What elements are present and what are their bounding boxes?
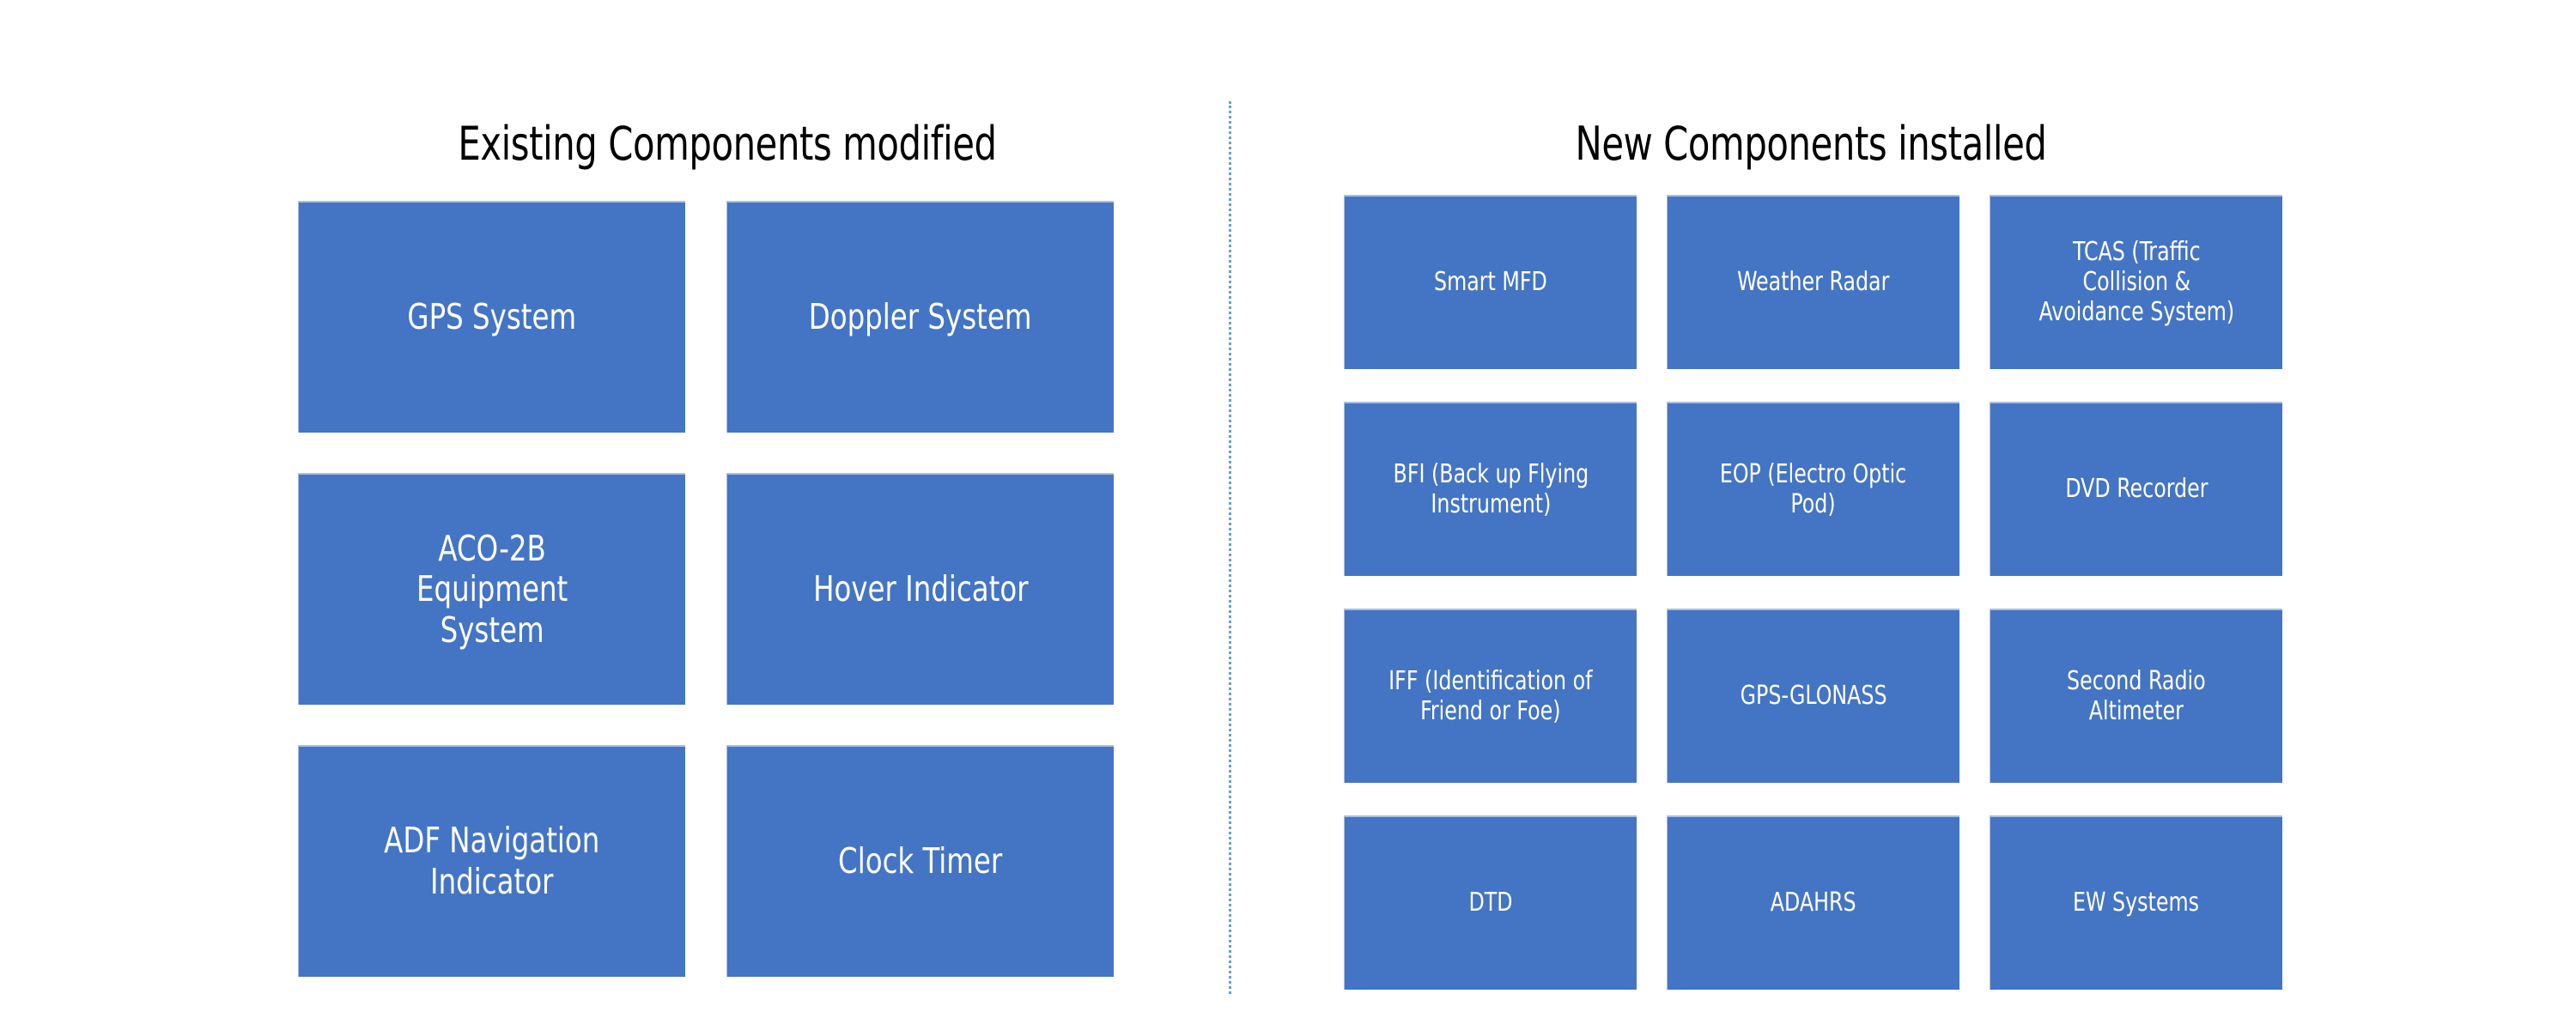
- component-label: Weather Radar: [1737, 267, 1890, 298]
- component-label: Hover Indicator: [812, 568, 1029, 610]
- component-box[interactable]: Doppler System: [726, 201, 1114, 433]
- component-label: Clock Timer: [838, 840, 1003, 882]
- component-box[interactable]: EOP (Electro Optic Pod): [1667, 402, 1959, 576]
- component-box[interactable]: GPS-GLONASS: [1667, 609, 1959, 783]
- component-label: EW Systems: [2073, 888, 2200, 918]
- section-title-new: New Components installed: [1575, 117, 2047, 171]
- component-label: Doppler System: [809, 296, 1032, 338]
- component-box[interactable]: BFI (Back up Flying Instrument): [1344, 402, 1637, 576]
- component-label: DVD Recorder: [2064, 474, 2208, 505]
- component-box[interactable]: Clock Timer: [726, 745, 1114, 977]
- component-label: ACO-2B Equipment System: [416, 527, 568, 651]
- component-label: BFI (Back up Flying Instrument): [1393, 458, 1589, 519]
- new-components-grid: Smart MFD Weather Radar TCAS (Traffic Co…: [1344, 195, 2282, 990]
- component-label: DTD: [1468, 888, 1513, 918]
- component-label: GPS-GLONASS: [1740, 681, 1887, 712]
- component-box[interactable]: DTD: [1344, 815, 1637, 990]
- component-box[interactable]: Second Radio Altimeter: [1990, 609, 2282, 783]
- component-label: EOP (Electro Optic Pod): [1720, 458, 1907, 519]
- component-box[interactable]: Smart MFD: [1344, 195, 1637, 369]
- section-divider-line: [1229, 101, 1231, 994]
- existing-components-grid: GPS System Doppler System ACO-2B Equipme…: [298, 201, 1114, 977]
- component-box[interactable]: Hover Indicator: [726, 473, 1114, 705]
- component-label: IFF (Identification of Friend or Foe): [1388, 665, 1593, 726]
- component-box[interactable]: EW Systems: [1990, 815, 2282, 990]
- component-box[interactable]: ACO-2B Equipment System: [298, 473, 685, 705]
- component-label: Second Radio Altimeter: [2067, 665, 2206, 726]
- component-box[interactable]: Weather Radar: [1667, 195, 1959, 369]
- component-label: ADF Navigation Indicator: [384, 820, 600, 902]
- component-box[interactable]: DVD Recorder: [1990, 402, 2282, 576]
- section-title-existing: Existing Components modified: [458, 117, 997, 171]
- component-label: ADAHRS: [1771, 888, 1856, 918]
- component-box[interactable]: ADF Navigation Indicator: [298, 745, 685, 977]
- component-label: GPS System: [407, 296, 577, 338]
- component-box[interactable]: GPS System: [298, 201, 685, 433]
- component-box[interactable]: IFF (Identification of Friend or Foe): [1344, 609, 1637, 783]
- component-label: Smart MFD: [1434, 267, 1547, 298]
- component-box[interactable]: ADAHRS: [1667, 815, 1959, 990]
- component-label: TCAS (Traffic Collision & Avoidance Syst…: [2038, 237, 2234, 327]
- component-box[interactable]: TCAS (Traffic Collision & Avoidance Syst…: [1990, 195, 2282, 369]
